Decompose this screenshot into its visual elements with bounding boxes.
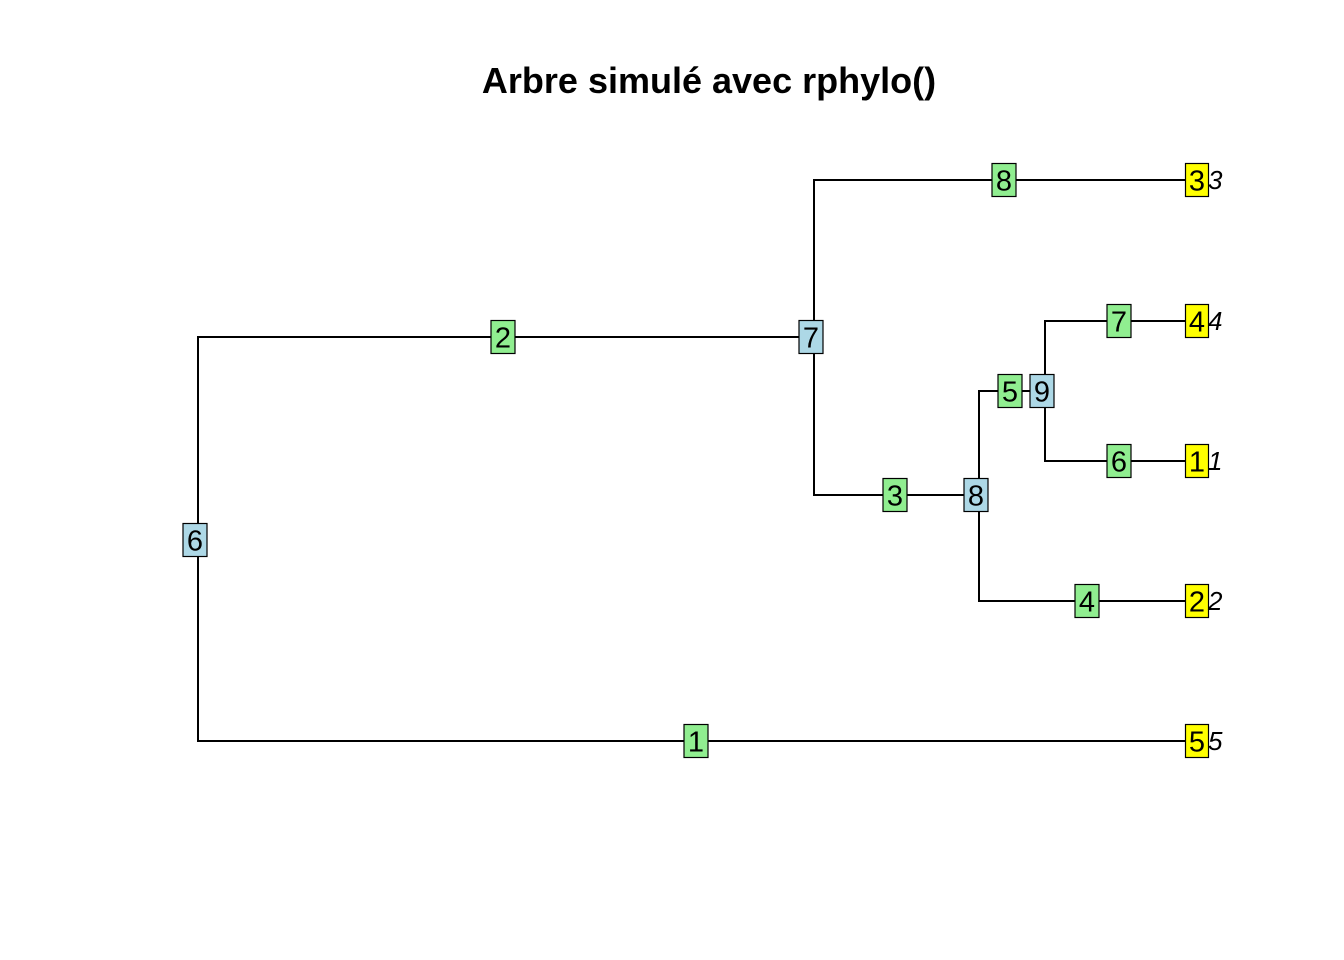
internal-node-label-7-box [798, 319, 824, 355]
tip-label-2: 2 [1184, 583, 1210, 619]
edge-label-1-box [683, 723, 709, 759]
tip-name-5: 5 [1208, 726, 1223, 756]
tip-label-3-text: 3 [1189, 166, 1205, 198]
edge-label-1: 1 [683, 723, 709, 759]
edge-label-6: 6 [1106, 443, 1132, 479]
edge-label-3: 3 [882, 477, 908, 513]
edge-label-2-text: 2 [495, 323, 511, 355]
tip-label-3: 3 [1184, 162, 1210, 198]
internal-node-label-8: 8 [963, 477, 989, 513]
tip-name-3: 3 [1208, 165, 1223, 195]
edge-label-1-text: 1 [688, 727, 704, 759]
edge-label-7-text: 7 [1111, 307, 1127, 339]
internal-node-label-7: 7 [798, 319, 824, 355]
tip-label-2-box [1184, 583, 1210, 619]
internal-node-label-8-box [963, 477, 989, 513]
edge-label-5-text: 5 [1002, 377, 1018, 409]
tip-label-4: 4 [1184, 303, 1210, 339]
edge-label-8-box [991, 162, 1017, 198]
internal-node-label-6-box [182, 522, 208, 558]
edge-label-5-box [997, 373, 1023, 409]
edge-label-8: 8 [991, 162, 1017, 198]
tip-name-2: 2 [1207, 586, 1223, 616]
tip-label-3-box [1184, 162, 1210, 198]
edge-label-4: 4 [1074, 583, 1100, 619]
edge-label-2: 2 [490, 319, 516, 355]
tip-name-1: 1 [1208, 446, 1222, 476]
tip-label-5-text: 5 [1189, 727, 1205, 759]
internal-node-label-6: 6 [182, 522, 208, 558]
internal-node-label-9-box [1029, 373, 1055, 409]
tip-label-5: 5 [1184, 723, 1210, 759]
tip-label-1-box [1184, 443, 1210, 479]
edge-label-7-box [1106, 303, 1132, 339]
node-labels: 6 7 8 9 [182, 319, 1055, 558]
edge-label-2-box [490, 319, 516, 355]
tip-name-4: 4 [1208, 306, 1222, 336]
edge-label-3-text: 3 [887, 481, 903, 513]
internal-node-label-6-text: 6 [187, 526, 203, 558]
tip-label-2-text: 2 [1189, 587, 1205, 619]
internal-node-label-8-text: 8 [968, 481, 984, 513]
edge-label-4-text: 4 [1079, 587, 1095, 619]
tree-edges [197, 179, 1197, 742]
tip-label-4-box [1184, 303, 1210, 339]
tip-label-4-text: 4 [1189, 307, 1205, 339]
edge-label-7: 7 [1106, 303, 1132, 339]
edge-label-8-text: 8 [996, 166, 1012, 198]
tip-label-5-box [1184, 723, 1210, 759]
tip-label-1: 1 [1184, 443, 1210, 479]
edge-labels: 2 1 8 3 5 4 7 6 [490, 162, 1132, 759]
plot-title: Arbre simulé avec rphylo() [482, 60, 936, 101]
internal-node-label-9-text: 9 [1034, 377, 1050, 409]
tip-label-1-text: 1 [1189, 447, 1205, 479]
edge-label-3-box [882, 477, 908, 513]
internal-node-label-9: 9 [1029, 373, 1055, 409]
edge-label-4-box [1074, 583, 1100, 619]
internal-node-label-7-text: 7 [803, 323, 819, 355]
edge-label-5: 5 [997, 373, 1023, 409]
edge-label-6-box [1106, 443, 1132, 479]
edge-label-6-text: 6 [1111, 447, 1127, 479]
